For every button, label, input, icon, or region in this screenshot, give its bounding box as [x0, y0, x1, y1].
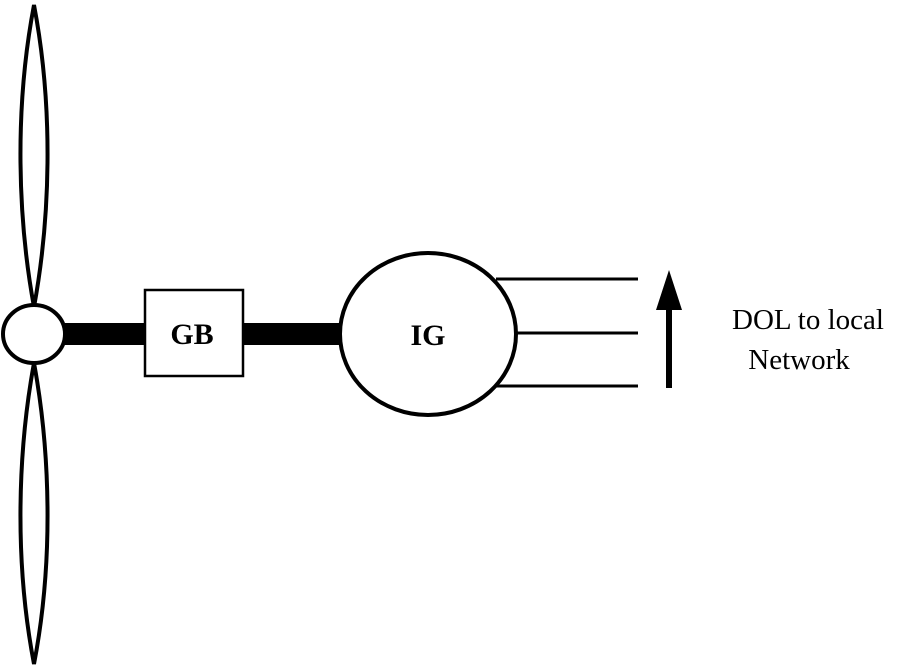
rotor-hub: [1, 303, 67, 365]
power-flow-arrowhead: [656, 270, 682, 310]
network-label-line2: Network: [748, 344, 850, 376]
rotor-blade-top: [18, 4, 50, 308]
induction-generator: [338, 251, 518, 417]
gearbox-label: GB: [170, 318, 213, 351]
rotor-blade-bottom: [18, 362, 50, 665]
low-speed-shaft: [62, 323, 148, 345]
gearbox-box: [143, 288, 245, 378]
network-label-line1: DOL to local: [732, 304, 884, 336]
generator-label: IG: [410, 319, 445, 352]
high-speed-shaft: [242, 323, 345, 345]
